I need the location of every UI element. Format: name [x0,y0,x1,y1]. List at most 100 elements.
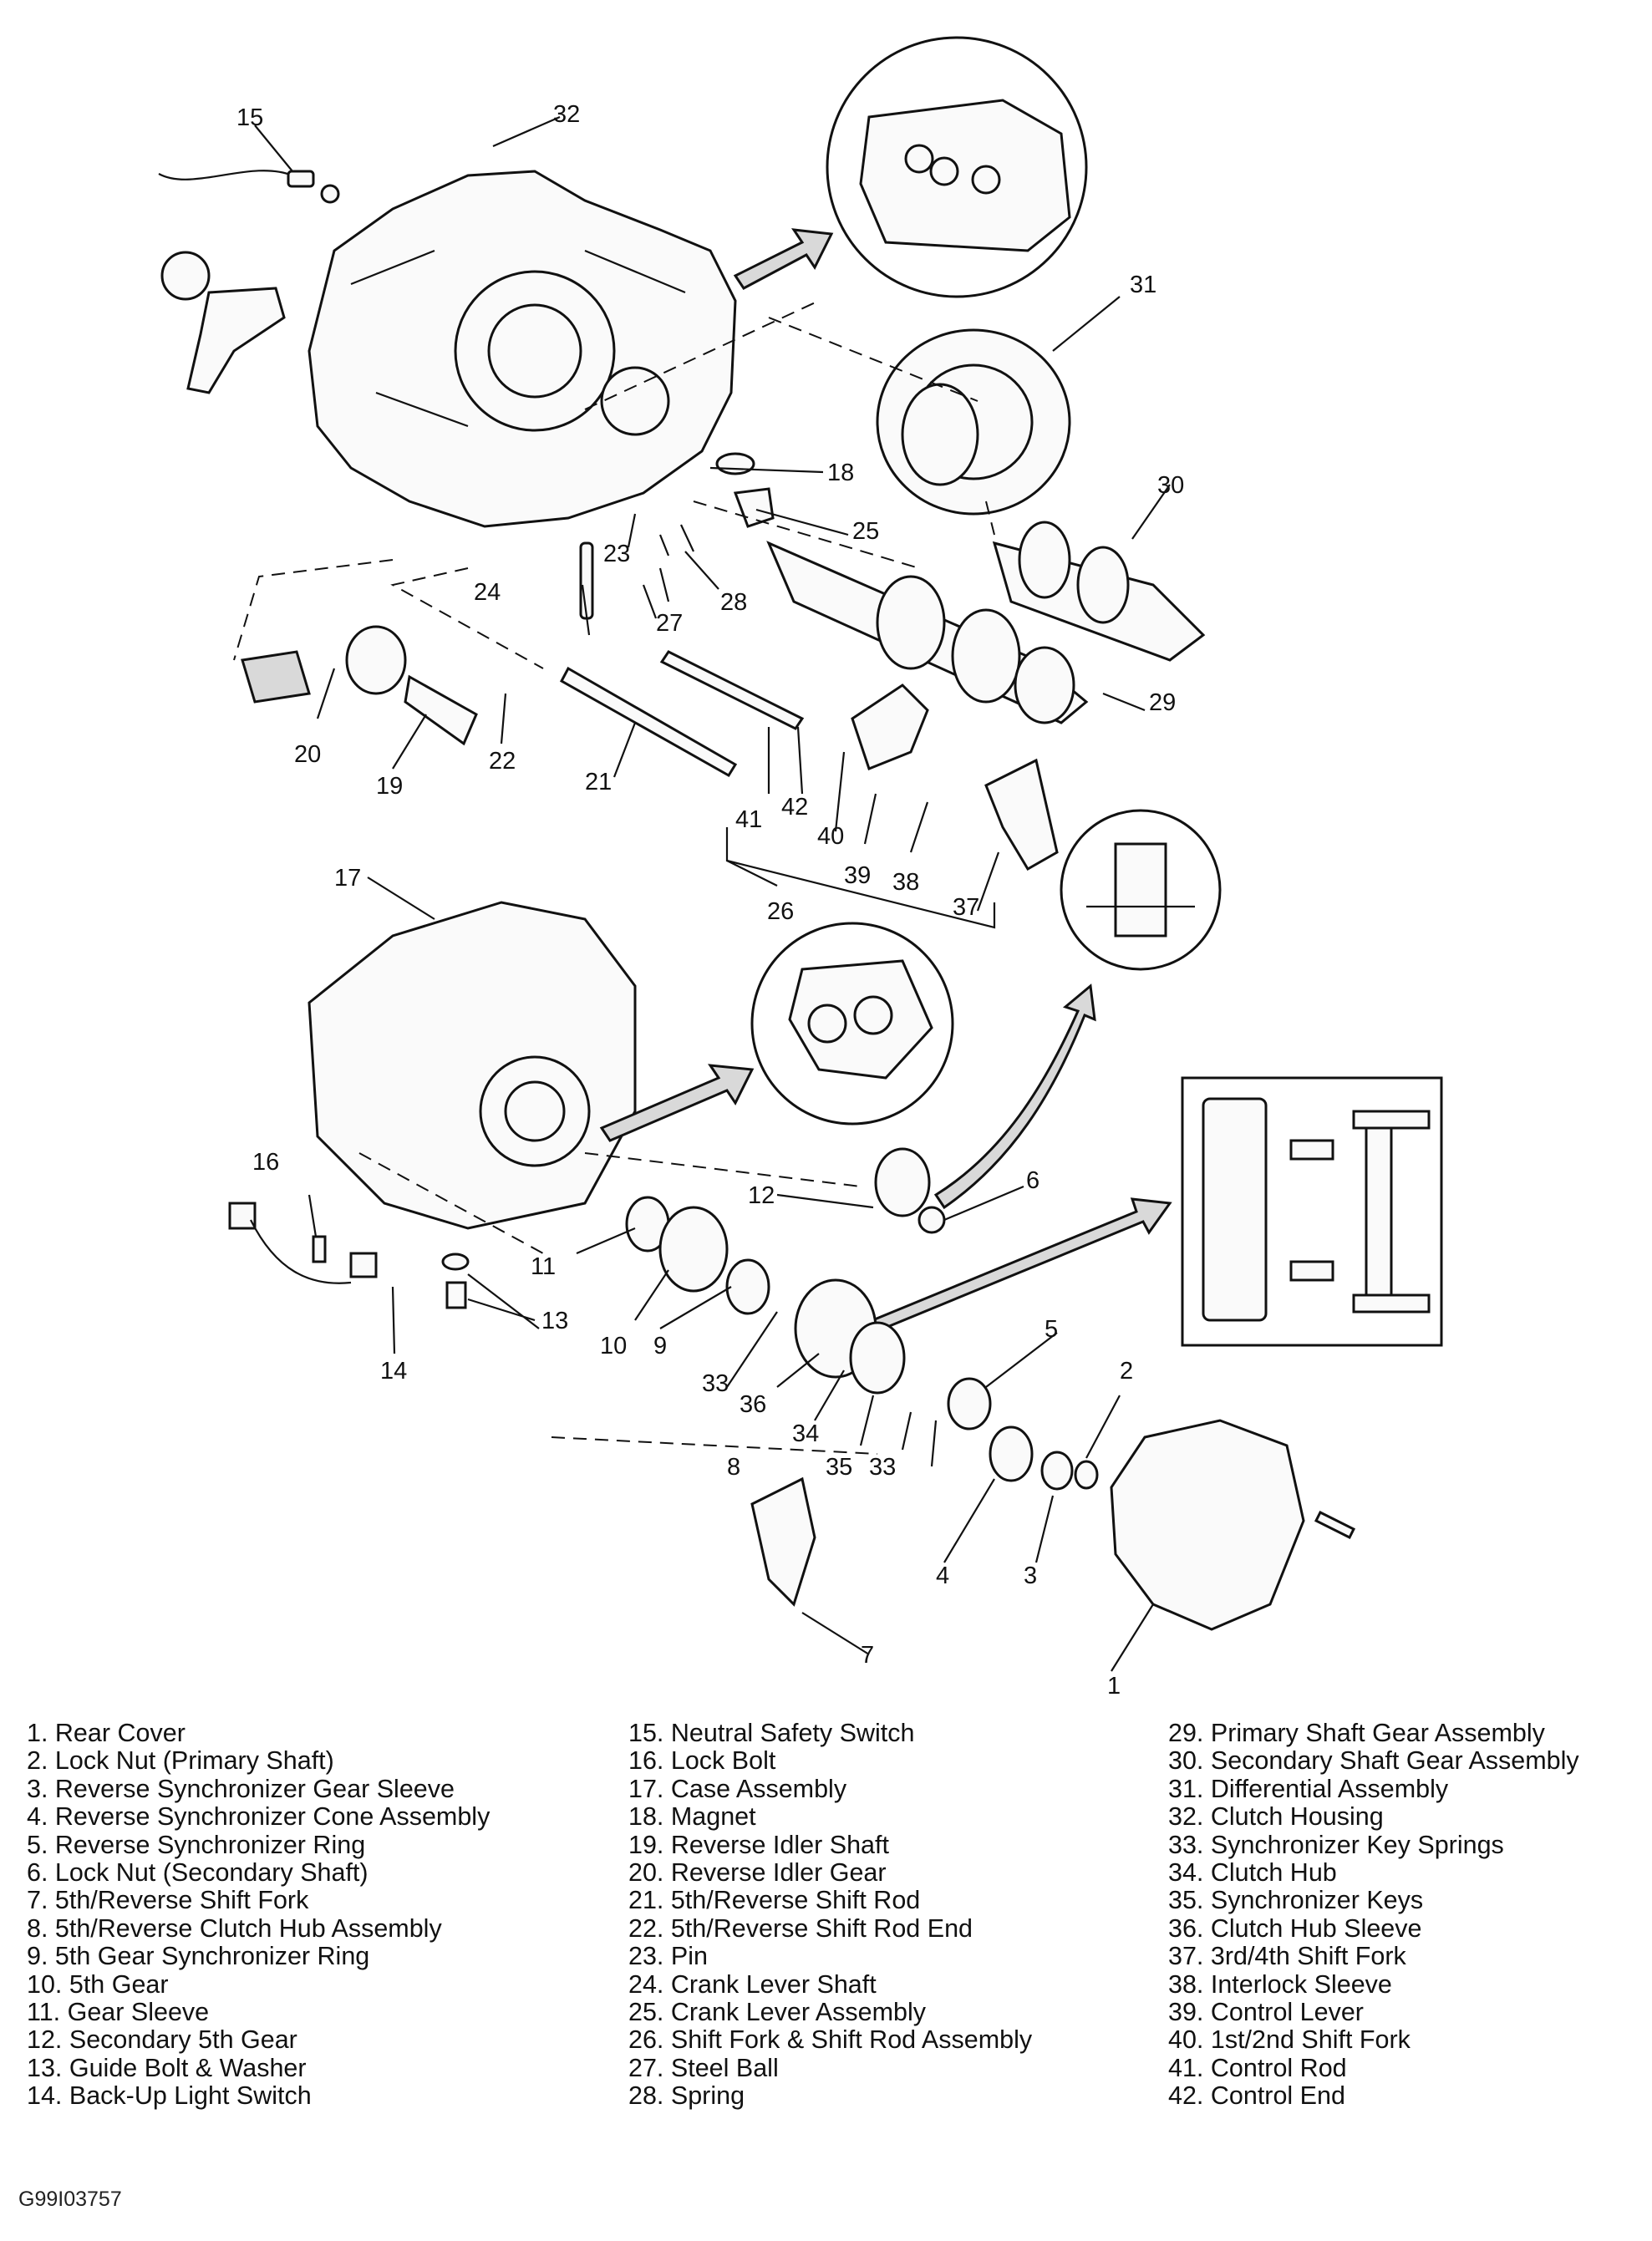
callout-11: 11 [531,1253,556,1280]
arrow-to-gasket-detail [733,228,834,290]
secondary-5th-gear [874,1147,931,1217]
callout-19: 19 [376,773,403,800]
callout-33: 33 [702,1370,729,1397]
exploded-transaxle-diagram: 1 2 3 4 5 6 7 8 9 10 11 12 13 14 15 16 1… [158,36,1443,1696]
legend-item: 9. 5th Gear Synchronizer Ring [27,1942,370,1971]
primary-shaft-gear-assembly [766,541,1089,724]
legend-item: 15. Neutral Safety Switch [628,1719,915,1747]
legend-item: 19. Reverse Idler Shaft [628,1830,889,1859]
crank-lever-assembly [733,487,775,528]
callout-18: 18 [827,460,854,486]
callout-15: 15 [236,104,263,131]
callout-31: 31 [1130,272,1156,298]
legend-item: 40. 1st/2nd Shift Fork [1168,2025,1411,2055]
legend-item: 35. Synchronizer Keys [1168,1886,1424,1915]
callout-24: 24 [474,579,501,606]
crank-lever-shaft [579,541,594,620]
arrow-to-sleeve-detail [850,1197,1172,1340]
callout-8: 8 [727,1454,740,1481]
callout-5: 5 [1045,1316,1058,1343]
legend-item: 12. Secondary 5th Gear [27,2025,297,2055]
legend-item: 28. Spring [628,2081,745,2111]
callout-29: 29 [1149,689,1176,716]
case-gasket-detail [750,922,954,1126]
figure-code: G99I03757 [18,2188,122,2211]
callout-10: 10 [600,1333,627,1359]
callout-20: 20 [294,741,321,768]
legend-item: 33. Synchronizer Key Springs [1168,1830,1504,1859]
callout-37: 37 [953,894,979,921]
callout-39: 39 [844,862,871,889]
callout-13: 13 [541,1308,568,1334]
callout-30: 30 [1157,472,1184,499]
legend-item: 17. Case Assembly [628,1774,847,1803]
callout-3: 3 [1024,1563,1037,1589]
clutch-housing [308,170,737,528]
5th-gear [658,1206,729,1293]
lock-bolt [312,1235,327,1263]
callout-23: 23 [603,541,630,567]
callout-28: 28 [720,589,747,616]
callout-36: 36 [740,1391,766,1418]
legend-item: 36. Clutch Hub Sleeve [1168,1913,1422,1943]
legend-item: 42. Control End [1168,2081,1345,2111]
legend-item: 29. Primary Shaft Gear Assembly [1168,1719,1545,1747]
callout-27: 27 [656,610,683,637]
control-rod [659,650,805,730]
callout-21: 21 [585,769,612,795]
legend-item: 1. Rear Cover [27,1719,186,1747]
legend-item: 7. 5th/Reverse Shift Fork [27,1886,309,1915]
legend-item: 41. Control Rod [1168,2053,1347,2082]
legend-item: 20. Reverse Idler Gear [628,1858,887,1888]
interlock-detail [1060,809,1222,971]
legend-item: 31. Differential Assembly [1168,1774,1449,1803]
legend-item: 5. Reverse Synchronizer Ring [27,1830,366,1859]
callout-1: 1 [1107,1673,1121,1696]
callout-42: 42 [781,794,808,821]
callout-34: 34 [792,1420,819,1447]
clutch-hub [849,1321,906,1395]
legend-item: 4. Reverse Synchronizer Cone Assembly [27,1802,491,1832]
5th-reverse-shift-rod [559,666,738,778]
arrow-to-case-gasket-detail [599,1064,755,1142]
legend-item: 14. Back-Up Light Switch [27,2081,312,2111]
legend-item: 26. Shift Fork & Shift Rod Assembly [628,2025,1033,2055]
callout-22: 22 [489,748,516,775]
guide-bolt-washer [441,1253,470,1309]
3rd-4th-shift-fork [984,758,1059,872]
case-assembly [308,901,637,1230]
callout-38: 38 [892,869,919,896]
legend-item: 21. 5th/Reverse Shift Rod [628,1886,921,1915]
callout-41: 41 [735,806,762,833]
rear-cover-bolt [1314,1510,1356,1540]
legend-item: 13. Guide Bolt & Washer [27,2053,307,2082]
assembly-bracket-26 [725,827,996,929]
callout-32: 32 [553,101,580,128]
magnet [715,452,755,475]
callout-26: 26 [767,898,794,925]
legend-item: 11. Gear Sleeve [27,1998,210,2027]
legend-item: 18. Magnet [628,1802,756,1832]
legend-item: 2. Lock Nut (Primary Shaft) [27,1746,334,1776]
callout-17: 17 [334,865,361,892]
callout-leaders [254,115,1171,1672]
legend-item: 25. Crank Lever Assembly [628,1998,926,2027]
legend-item: 8. 5th/Reverse Clutch Hub Assembly [27,1913,442,1943]
legend-item: 23. Pin [628,1942,708,1971]
lock-nut-secondary [917,1206,946,1234]
legend-item: 39. Control Lever [1168,1998,1364,2027]
legend-item: 6. Lock Nut (Secondary Shaft) [27,1858,369,1888]
callout-33-right: 33 [869,1454,896,1481]
legend-item: 38. Interlock Sleeve [1168,1969,1392,1999]
callout-40: 40 [817,823,844,850]
rear-cover [1110,1419,1305,1631]
legend-item: 27. Steel Ball [628,2053,779,2082]
alignment-lines [233,300,995,1455]
arrow-to-interlock-detail [933,983,1096,1210]
callout-4: 4 [936,1563,949,1589]
callout-25: 25 [852,518,879,545]
legend-item: 32. Clutch Housing [1168,1802,1384,1832]
callout-6: 6 [1026,1167,1039,1194]
reverse-sync-ring [947,1377,992,1430]
